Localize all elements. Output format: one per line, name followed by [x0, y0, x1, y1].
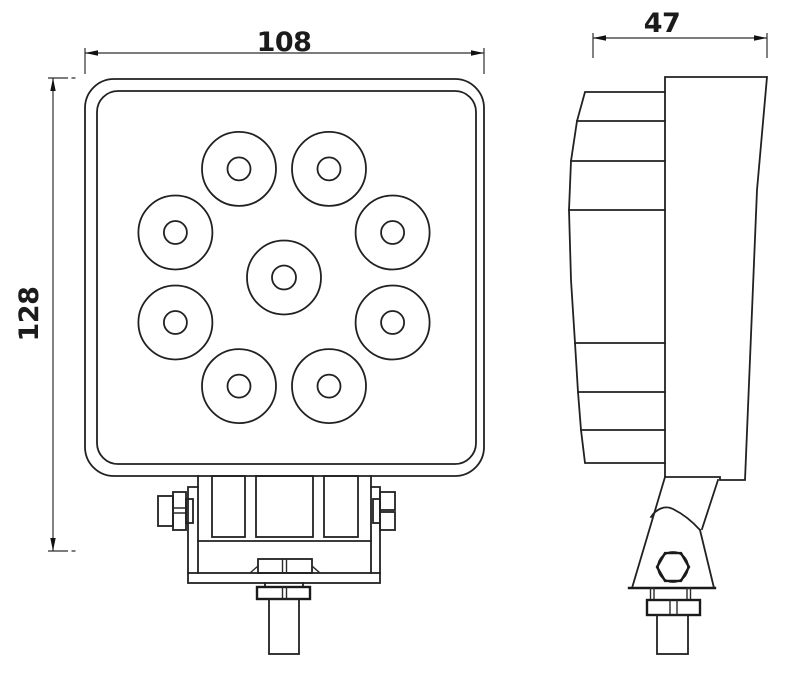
arrowhead-top	[50, 78, 56, 91]
thumb-screw-washer	[172, 491, 187, 531]
mounting-bracket-front	[187, 475, 381, 655]
threaded-stud-side	[656, 614, 689, 655]
front-view	[84, 78, 485, 655]
arrowhead-right	[471, 50, 484, 56]
led-lens	[291, 348, 367, 425]
led-lens	[291, 130, 367, 207]
led-lens	[354, 194, 431, 271]
thumb-screw-left	[157, 491, 194, 531]
thumb-screw-washer-lines	[172, 507, 187, 514]
threaded-stud-front	[268, 598, 300, 655]
depth-dimension-label: 47	[644, 8, 681, 39]
bolt-nut-front	[255, 585, 312, 601]
thumb-screw-right	[372, 491, 396, 531]
led-lens-center	[246, 239, 322, 316]
bolt-shoulder	[649, 587, 655, 601]
mounting-bolt-side	[645, 587, 702, 655]
lens-profile	[568, 91, 666, 464]
heatsink-block-sides	[197, 475, 372, 574]
width-dimension-label: 108	[257, 27, 312, 58]
bracket-pedestal	[627, 475, 720, 590]
arm-right-edge	[700, 478, 720, 531]
bolt-nut-facets	[281, 586, 288, 600]
pedestal-left-edge	[630, 475, 667, 590]
thumb-screw-washer	[379, 491, 396, 511]
led-lens	[137, 284, 214, 361]
hex-bolt-head	[655, 551, 691, 583]
heatsink-fins	[568, 120, 666, 431]
pivot-block-feet	[249, 565, 321, 574]
thumb-screw-collar	[185, 498, 194, 524]
pedestal-dome	[649, 506, 702, 532]
thumb-screw-collar	[372, 498, 381, 524]
body-profile	[664, 76, 768, 481]
bracket-base-plate	[187, 572, 381, 584]
dimension-width: 108	[84, 27, 485, 74]
led-lens	[201, 130, 277, 207]
pivot-block	[257, 558, 313, 574]
arrowhead-right	[754, 35, 767, 41]
thumb-screw-knob	[157, 495, 174, 527]
thumb-screw-knob	[379, 511, 396, 531]
led-lens	[201, 348, 277, 425]
dimension-depth: 47	[592, 8, 768, 58]
bracket-walls	[187, 486, 381, 574]
height-dimension-label: 128	[14, 287, 45, 342]
heatsink-slot	[211, 475, 246, 538]
bolt-nut-facets	[669, 599, 678, 616]
bolt-nut-side	[645, 598, 702, 617]
dimension-height: 128	[14, 77, 76, 552]
heatsink-slot	[323, 475, 359, 538]
bolt-shoulder	[686, 587, 692, 601]
housing-outer-edge	[84, 78, 485, 477]
extension-lines	[48, 77, 76, 552]
extension-lines	[592, 33, 768, 58]
arrowhead-left	[593, 35, 606, 41]
pedestal-right-edge	[698, 528, 716, 590]
led-lens	[354, 284, 431, 361]
led-lens	[137, 194, 214, 271]
led-array	[137, 130, 431, 425]
extension-lines	[84, 48, 485, 74]
heatsink-slot	[255, 475, 314, 538]
pivot-block-split	[281, 558, 288, 574]
housing	[84, 78, 485, 477]
housing-bezel-inner-edge	[96, 90, 477, 465]
side-view	[568, 76, 768, 655]
arrowhead-bottom	[50, 538, 56, 551]
arrowhead-left	[85, 50, 98, 56]
